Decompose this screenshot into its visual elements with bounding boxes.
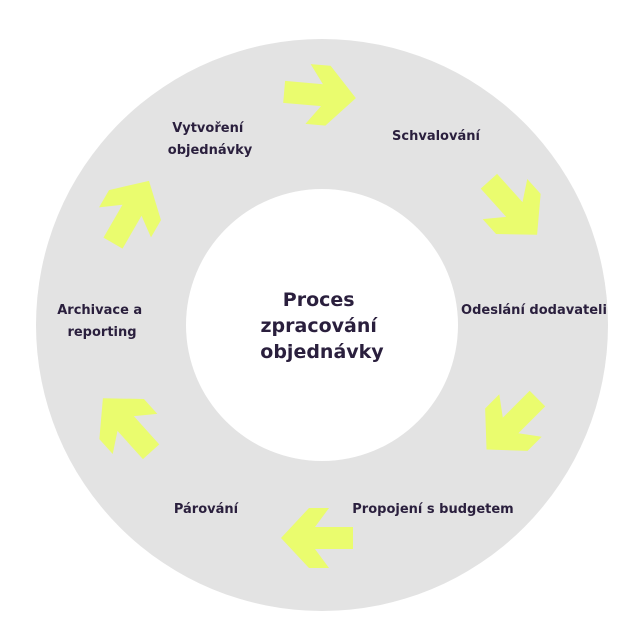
arrow-icon (99, 398, 160, 460)
arrow-icon (480, 173, 541, 235)
step-label-budget-link: Propojení s budgetem (352, 502, 513, 517)
center-circle (186, 189, 458, 461)
arrow-icon (99, 180, 161, 249)
arrow-icon (283, 64, 356, 126)
step-label-send-supplier: Odeslání dodavateli (461, 303, 607, 318)
cycle-arrows (99, 64, 546, 568)
arrow-icon (485, 390, 546, 451)
step-label-archiving: Archivace a reporting (57, 303, 147, 340)
step-label-approval: Schvalování (392, 129, 481, 144)
step-label-matching: Párování (174, 502, 240, 517)
center-title: Proces zpracování objednávky (260, 289, 384, 363)
step-label-create-order: Vytvoření objednávky (168, 121, 253, 158)
arrow-icon (281, 508, 353, 568)
